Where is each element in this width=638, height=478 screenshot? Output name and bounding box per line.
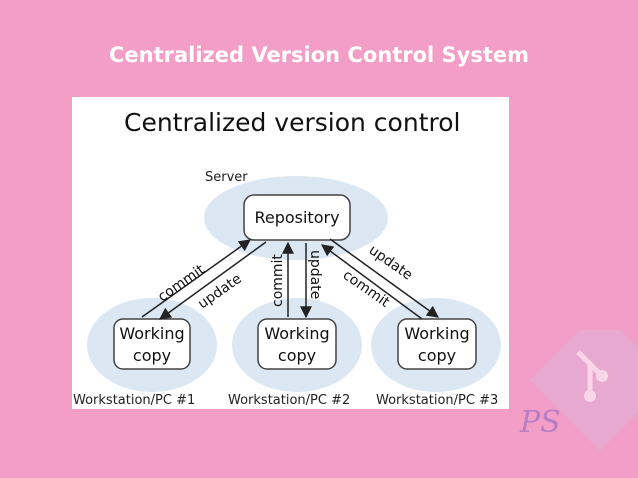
mid-commit-label: commit: [270, 254, 286, 307]
server-label: Server: [205, 170, 248, 185]
working-copy-2-line1: Working: [264, 324, 329, 343]
logo-text: PS: [519, 405, 561, 440]
working-copy-1-line1: Working: [119, 324, 184, 343]
slide-title: Centralized Version Control System: [108, 43, 530, 67]
right-update-arrow: [329, 238, 439, 318]
workstation-2-label: Workstation/PC #2: [228, 393, 350, 408]
working-copy-3-line1: Working: [404, 324, 469, 343]
right-update-label: update: [366, 242, 416, 283]
right-commit-arrow: [321, 244, 423, 320]
diagram-title: Centralized version control: [124, 108, 460, 137]
working-copy-1-line2: copy: [133, 346, 171, 365]
repository-label: Repository: [254, 208, 339, 227]
git-node-icon-2: [584, 390, 596, 402]
git-node-icon: [596, 370, 608, 382]
left-commit-arrow: [141, 239, 251, 318]
centralized-vcs-diagram: Centralized version control Server Repos…: [72, 97, 509, 409]
mid-update-label: update: [307, 250, 323, 299]
working-copy-1: Working copy: [113, 318, 191, 370]
repository-box: [243, 194, 351, 241]
working-copy-2-line2: copy: [278, 346, 316, 365]
working-copy-3: Working copy: [397, 318, 477, 370]
working-copy-3-line2: copy: [418, 346, 456, 365]
right-commit-label: commit: [340, 267, 393, 311]
left-update-arrow: [159, 241, 267, 320]
working-copy-2: Working copy: [257, 318, 337, 370]
workstation-1-label: Workstation/PC #1: [73, 393, 195, 408]
workstation-3-label: Workstation/PC #3: [376, 393, 498, 408]
ps-git-logo: PS: [519, 330, 638, 451]
diagram-svg: Centralized version control Server Repos…: [73, 108, 501, 408]
